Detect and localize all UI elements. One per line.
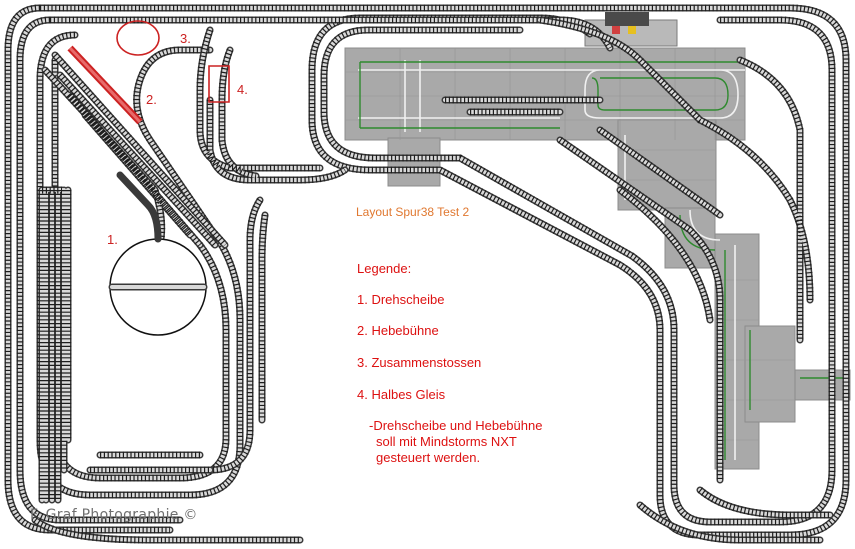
turntable [108,171,208,336]
road-plate-exit [794,369,851,401]
track-right-loop-inner [443,18,812,482]
marker-label-2: 2. [146,92,157,107]
legend-item-coupling: 3. Zusammenstossen [357,355,482,370]
track-network [4,4,850,544]
photo-credit: F. Graf Photographie © [30,507,198,523]
road-plate-left-stub [387,137,441,187]
road-white-markings [358,60,745,460]
lift-platform-fill [68,46,142,124]
marker-label-4: 4. [237,82,248,97]
road-plate-right [744,325,796,423]
marker-label-3: 3. [180,31,191,46]
marker-box-4 [208,65,230,103]
marker-circle-3 [116,20,160,56]
track-diagonal-yard-ties [42,52,228,248]
road-lanes [359,61,848,460]
annotation-markers: 1. 2. 3. 4. [107,20,248,247]
legend-item-lift: 2. Hebebühne [357,323,439,338]
lift-platform [67,45,143,125]
diagram-title: Layout Spur38 Test 2 [356,205,470,219]
station-roof [605,12,649,26]
road-plates [344,47,851,470]
legend-note-line-1: -Drehscheibe und Hebebühne [369,418,543,433]
legend-note: -Drehscheibe und Hebebühne soll mit Mind… [369,418,579,466]
track-left-yard-ties [38,186,72,500]
turntable-access-track [116,171,162,243]
legend-item-turntable: 1. Drehscheibe [357,292,445,307]
marker-label-1: 1. [107,232,118,247]
legend-note-line-3: gesteuert werden. [376,450,481,465]
track-inner-left-loop-ties [36,31,244,499]
station-detail-yellow [628,26,636,34]
legend-heading: Legende: [357,261,412,276]
legend-item-half-track: 4. Halbes Gleis [357,387,446,402]
track-bottom-runs-ties [32,451,830,544]
legend-note-line-2: soll mit Mindstorms NXT [376,434,517,449]
track-outer-loop-ties [4,4,850,539]
track-center-loop-inner [198,28,347,472]
station-detail-red [612,26,620,34]
